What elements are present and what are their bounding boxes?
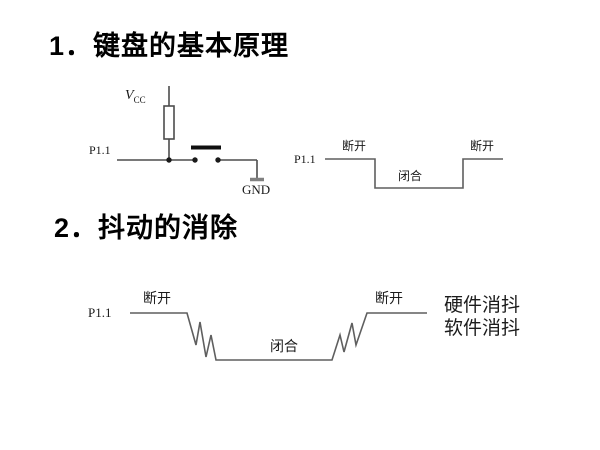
waveform2-pin-label: P1.1 [88,305,112,320]
waveform1-pin-label: P1.1 [294,152,316,166]
key-circuit-diagram [117,86,264,182]
section2-title: 2．抖动的消除 [54,213,239,243]
note-software-debounce: 软件消抖 [444,318,521,339]
note-hardware-debounce: 硬件消抖 [444,295,521,316]
waveform1-open-right-label: 断开 [470,139,495,153]
vcc-label: VCC [125,88,146,106]
vcc-base-text: V [125,88,134,103]
waveform1-trace [325,158,503,189]
waveform2-closed-label: 闭合 [270,340,298,355]
switch-contact-right-dot [215,157,221,163]
debounce-notes: 硬件消抖 软件消抖 [444,294,520,340]
section1-title: 1．键盘的基本原理 [49,31,290,61]
waveform1-open-left-label: 断开 [342,139,367,153]
waveform2-open-right-label: 断开 [375,292,403,307]
vcc-subscript: CC [133,94,146,105]
pullup-resistor [163,105,175,140]
waveform1-closed-label: 闭合 [398,169,423,183]
circuit-pin-label: P1.1 [89,143,111,157]
switch-contact-left-dot [192,157,198,163]
gnd-label: GND [242,182,271,197]
junction-dot [166,157,172,163]
waveform2-trace [130,312,427,361]
waveform1-diagram [325,158,503,189]
waveform2-open-left-label: 断开 [143,292,171,307]
waveform2-diagram [130,312,427,361]
